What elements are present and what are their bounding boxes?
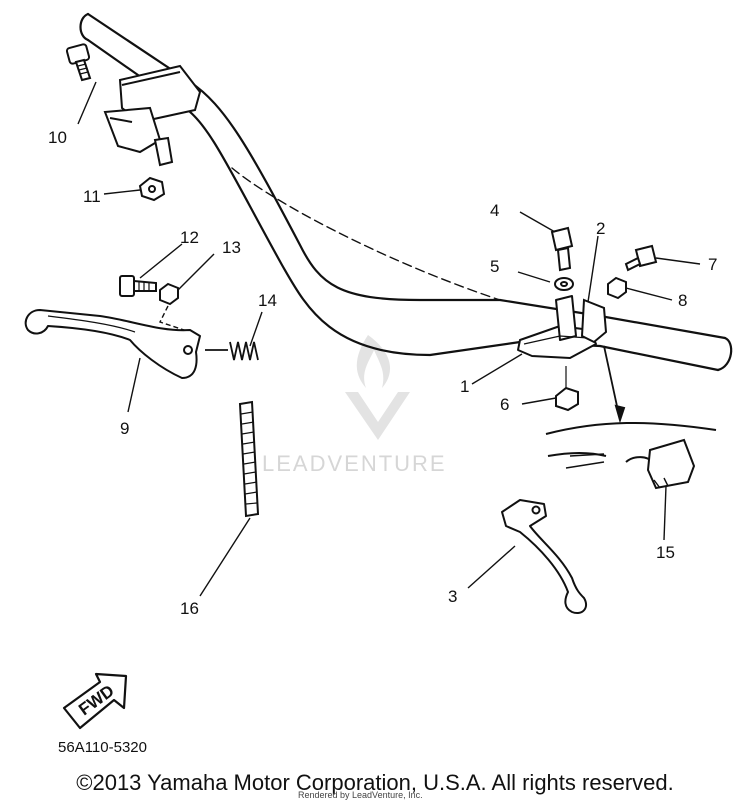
callout-9: 9: [120, 419, 129, 438]
part-3-brake-lever: [501, 499, 588, 614]
callout-4: 4: [490, 201, 499, 220]
part-code: 56A110-5320: [58, 739, 147, 756]
part-7-screw: [624, 244, 658, 272]
watermark-logo: LEADVENTURE: [262, 335, 447, 476]
callout-15: 15: [656, 543, 675, 562]
callout-12: 12: [180, 228, 199, 247]
part-10-bolt: [65, 43, 92, 82]
callout-14: 14: [258, 291, 277, 310]
handlebar: [79, 12, 733, 372]
callout-11: 11: [83, 187, 101, 206]
callout-3: 3: [448, 587, 457, 606]
part-6-nut: [555, 366, 579, 412]
callout-10: 10: [48, 128, 67, 147]
callout-8: 8: [678, 291, 687, 310]
part-16-cable-band: [238, 400, 260, 518]
part-11-nut: [138, 176, 166, 202]
part-15-switch: [545, 345, 717, 490]
part-5-washer: [554, 277, 574, 291]
part-8-washer: [607, 276, 627, 300]
rendered-by-notice: Rendered by LeadVenture, Inc.: [298, 790, 423, 800]
part-9-clutch-lever: [24, 309, 201, 379]
callout-1: 1: [460, 377, 469, 396]
copyright-notice: ©2013 Yamaha Motor Corporation, U.S.A. A…: [76, 770, 674, 795]
part-14-spring: [205, 341, 259, 361]
callouts: 10 11 12 13 14 9 16 3 1 6 5 4 2 7 8 15: [48, 128, 717, 618]
callout-5: 5: [490, 257, 499, 276]
master-cylinder: [103, 64, 202, 167]
callout-2: 2: [596, 219, 605, 238]
part-12-bolt: [119, 275, 157, 297]
callout-6: 6: [500, 395, 509, 414]
part-4-bolt: [550, 226, 574, 272]
leader-lines: [77, 81, 701, 597]
callout-7: 7: [708, 255, 717, 274]
fwd-arrow-icon: FWD: [62, 672, 128, 730]
watermark-text: LEADVENTURE: [262, 451, 447, 476]
part-1-lever-holder: [517, 295, 597, 359]
callout-16: 16: [180, 599, 199, 618]
callout-13: 13: [222, 238, 241, 257]
part-2-bracket: [580, 298, 608, 344]
